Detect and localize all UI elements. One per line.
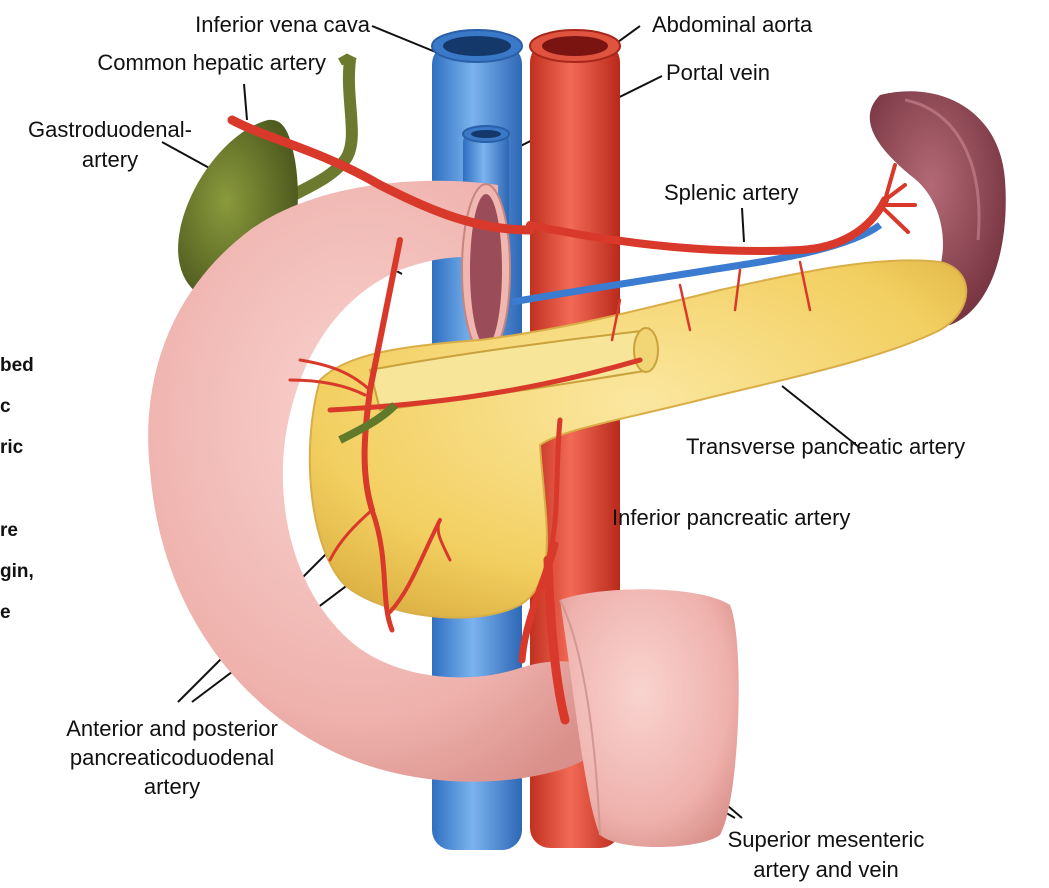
label-pancreaticoduodenal-line1: Anterior and posterior bbox=[30, 716, 314, 742]
side-text-line-1: bed bbox=[0, 355, 34, 377]
label-gastroduodenal-line1: Gastroduodenal- bbox=[10, 117, 210, 143]
side-text-line-2: c bbox=[0, 396, 11, 418]
label-inferior-pancreatic-artery: Inferior pancreatic artery bbox=[612, 505, 850, 531]
label-gastroduodenal-line2: artery bbox=[10, 147, 210, 173]
label-transverse-pancreatic-artery: Transverse pancreatic artery bbox=[686, 434, 965, 460]
label-superior-mesenteric-line2: artery and vein bbox=[706, 857, 946, 883]
label-splenic-artery: Splenic artery bbox=[664, 180, 799, 206]
side-text-line-3: ric bbox=[0, 437, 23, 459]
side-text-line-6: e bbox=[0, 602, 11, 624]
label-pancreaticoduodenal-line2: pancreaticoduodenal bbox=[30, 745, 314, 771]
label-common-hepatic-artery: Common hepatic artery bbox=[30, 50, 326, 76]
label-inferior-vena-cava: Inferior vena cava bbox=[146, 12, 370, 38]
label-pancreaticoduodenal-line3: artery bbox=[30, 774, 314, 800]
side-text-line-5: gin, bbox=[0, 561, 34, 583]
side-text-line-4: re bbox=[0, 520, 18, 542]
label-superior-mesenteric-line1: Superior mesenteric bbox=[706, 827, 946, 853]
label-abdominal-aorta: Abdominal aorta bbox=[652, 12, 812, 38]
label-portal-vein: Portal vein bbox=[666, 60, 770, 86]
